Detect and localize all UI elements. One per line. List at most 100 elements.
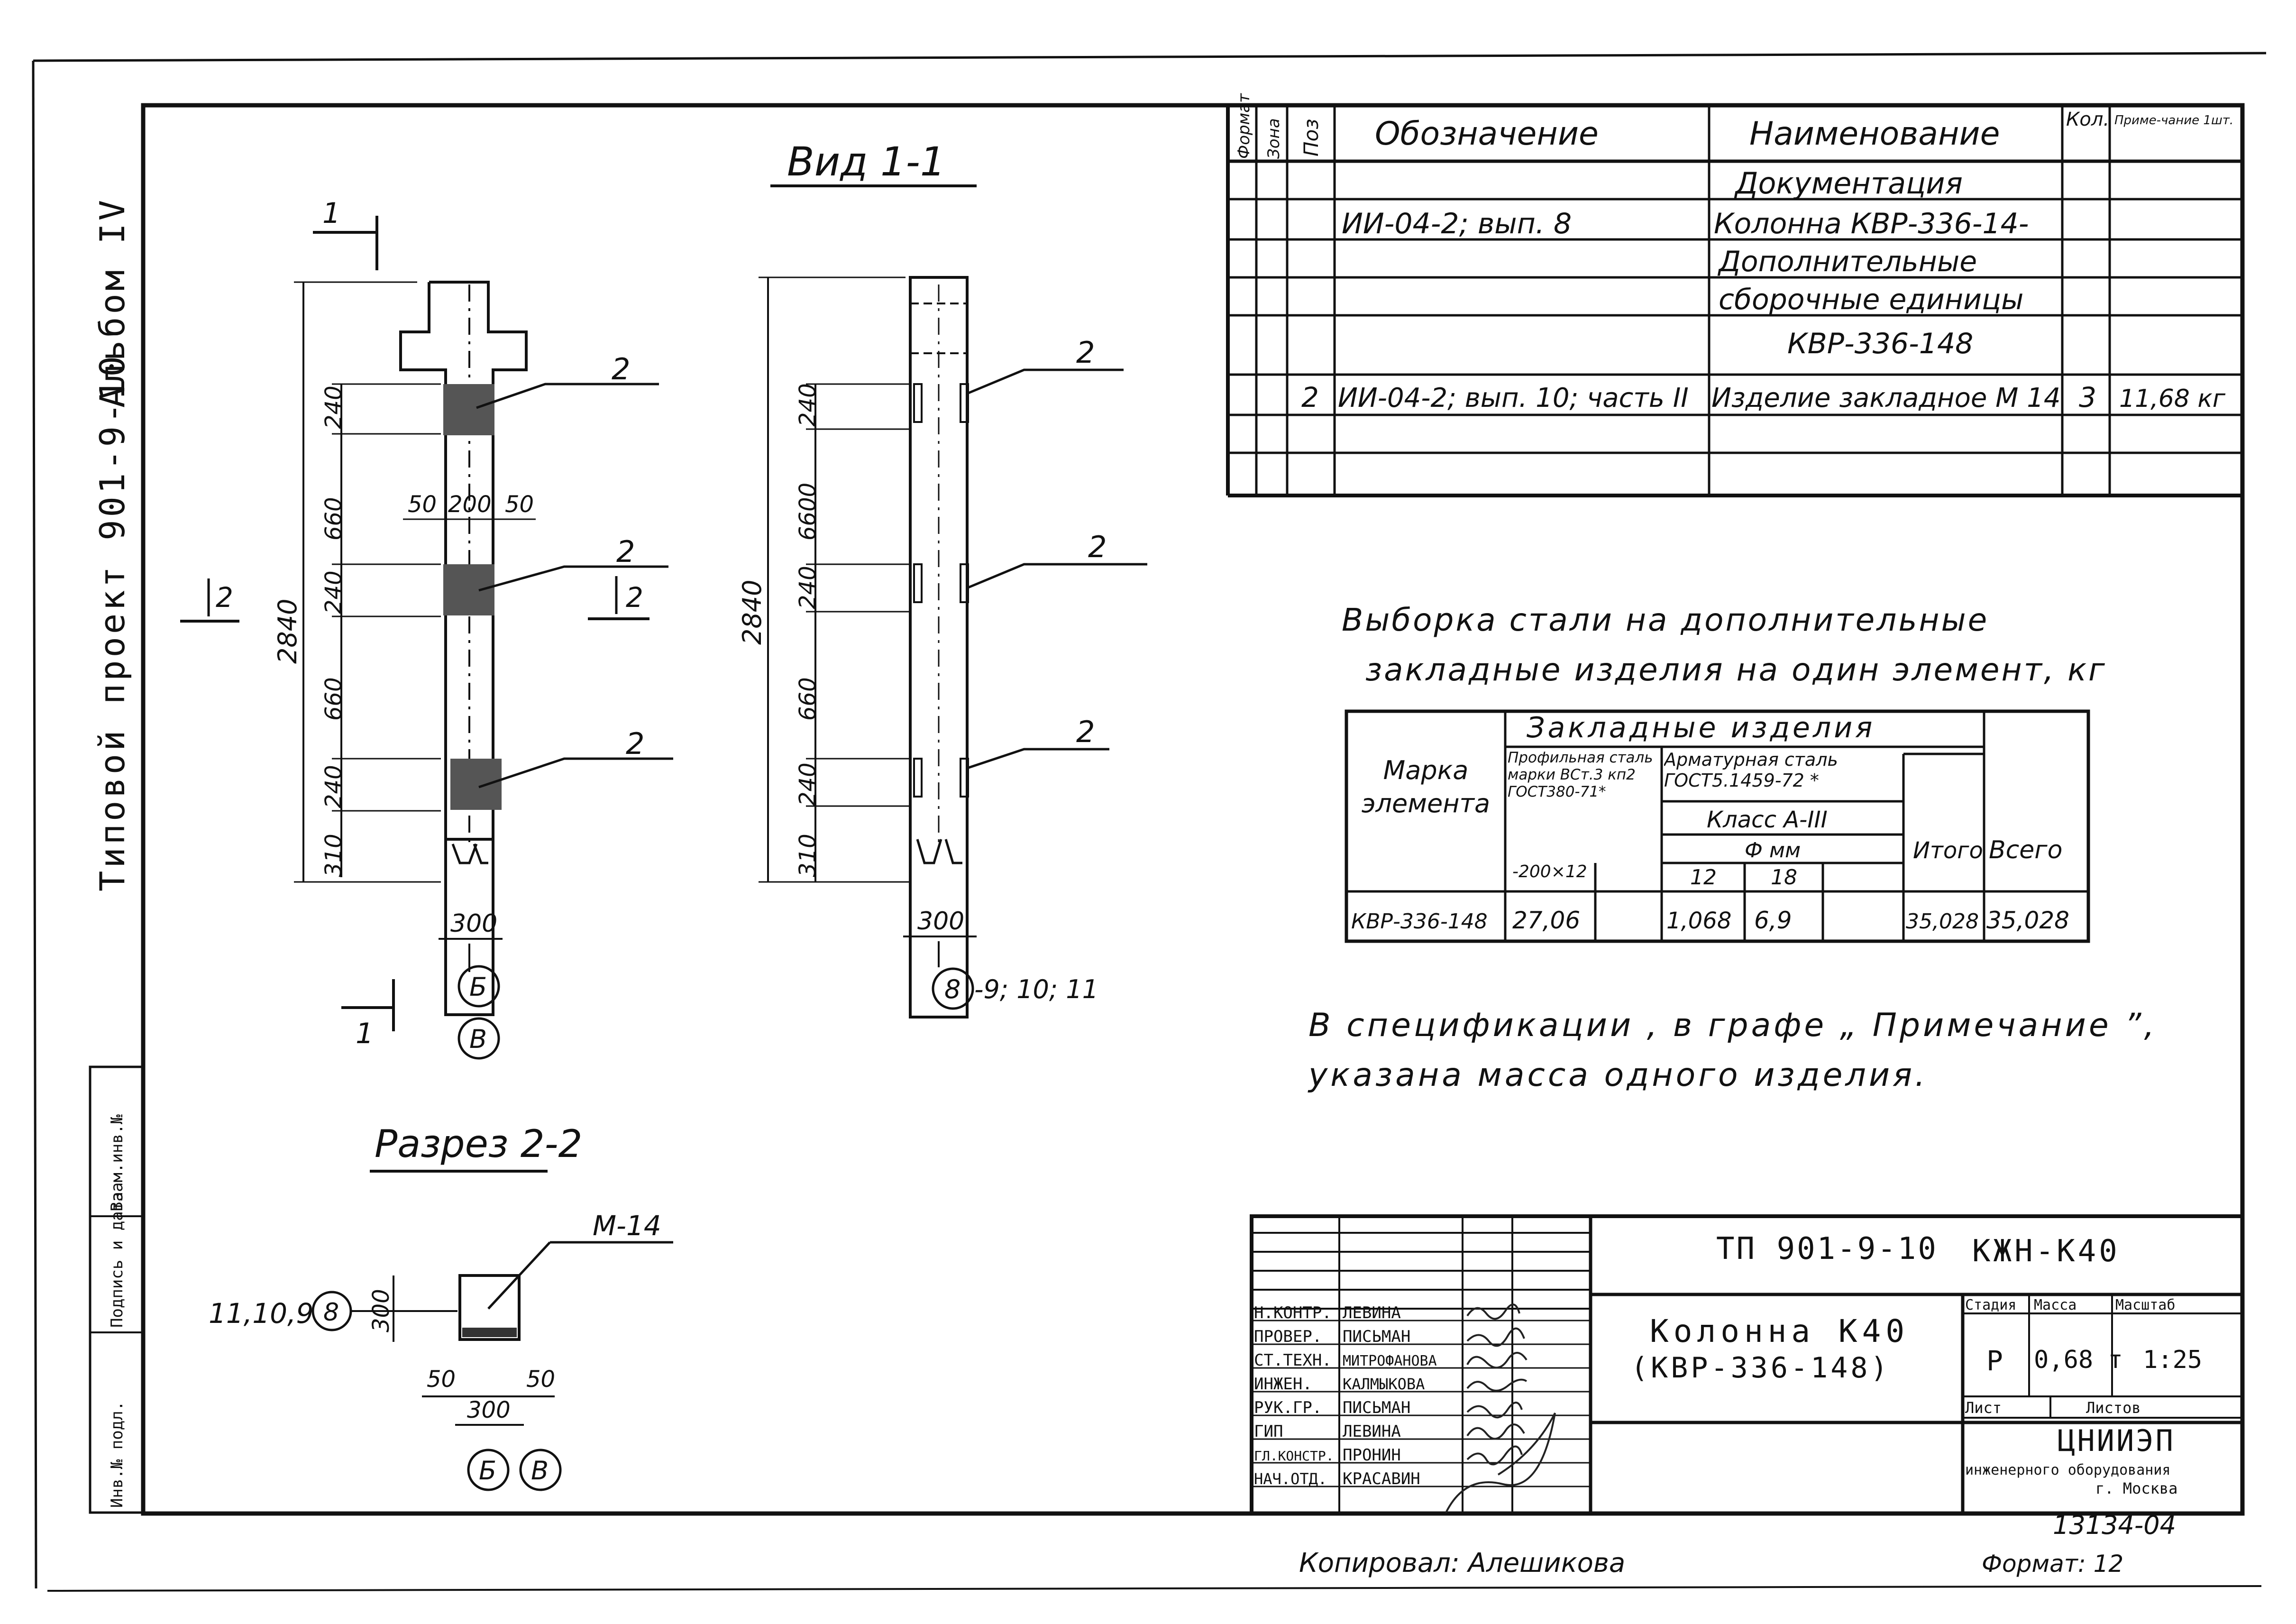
dim-left: 240 (320, 765, 347, 808)
side-stamp-orig: Инв.№ подл. (108, 1401, 127, 1508)
steel-h-d12: 12 (1690, 865, 1717, 890)
staff-name: ПРОНИН (1343, 1446, 1401, 1465)
dim-right-total: 2840 (737, 580, 767, 645)
width-mark: 50 (505, 491, 534, 518)
sheet-label: Лист (1965, 1399, 2002, 1417)
spec-header-format: Формат (1235, 93, 1253, 159)
scale-value: 1:25 (2143, 1346, 2202, 1374)
axis-bubble (519, 1449, 562, 1491)
steel-h-d18: 18 (1771, 865, 1797, 890)
axis-label: 8 (944, 974, 960, 1004)
archive-number: 13134-04 (2053, 1510, 2176, 1540)
column-front-view: 1 2 2 2 2 2 240 6 (180, 197, 673, 1060)
width-mark: 50 (408, 491, 437, 518)
axis-label: В (469, 1024, 487, 1054)
cut-mark: 2 (626, 581, 643, 614)
org-line-2: инженерного оборудования (1965, 1462, 2170, 1478)
staff-rows (1252, 1320, 1591, 1487)
steel-h-class: Класс А-III (1707, 807, 1828, 833)
staff-name: ПИСЬМАН (1343, 1398, 1410, 1417)
axis-bubble (457, 1017, 500, 1060)
axis-range: -9; 10; 11 (974, 974, 1098, 1004)
dim-left: 660 (320, 497, 347, 541)
spec-row-designation: ИИ-04-2; вып. 8 (1342, 207, 1572, 240)
axis-bubble (311, 1291, 352, 1331)
stage-value: Р (1986, 1345, 2003, 1377)
spec-row-designation: ИИ-04-2; вып. 10; часть II (1338, 383, 1689, 413)
sheets-label: Листов (2086, 1399, 2141, 1417)
item-label: 2 (612, 352, 630, 386)
staff-role: СТ.ТЕХН. (1254, 1351, 1332, 1370)
spec-row-name: Изделие закладное М 14 (1711, 383, 2061, 413)
section-mark-top: 1 (322, 197, 340, 230)
dim-left: 240 (320, 570, 347, 614)
axis-bubble (932, 967, 974, 1010)
album-strip: Типовой проект 901-9-10 Альбом IV (92, 197, 132, 891)
staff-name: КРАСАВИН (1343, 1469, 1420, 1488)
steel-d12: 1,068 (1666, 908, 1731, 934)
spec-header-designation: Обозначение (1375, 115, 1599, 153)
steel-grand: 35,028 (1986, 907, 2069, 934)
width-mark: 200 (448, 491, 492, 518)
spec-header-pos: Поз (1299, 119, 1323, 156)
section-height: 300 (368, 1289, 394, 1332)
spec-row-note: 11,68 кг (2119, 385, 2226, 413)
section-offset: 50 (526, 1366, 555, 1393)
drawing-frame (141, 103, 2245, 1516)
axis-list: 11,10,9 (209, 1297, 313, 1330)
base-width: 300 (450, 909, 497, 938)
base-width: 300 (917, 907, 964, 936)
staff-name: ЛЕВИНА (1343, 1303, 1401, 1322)
mass-label: Масса (2034, 1297, 2076, 1313)
title-block: Н.КОНТР. ЛЕВИНА ПРОВЕР. ПИСЬМАН СТ.ТЕХН.… (1250, 1214, 2244, 1515)
embedded-plate (450, 759, 502, 810)
spec-header-name: Наименование (1749, 115, 2000, 153)
embedded-plate (443, 384, 494, 435)
steel-h-grand: Всего (1989, 836, 2062, 864)
dim-left: 240 (320, 385, 347, 429)
staff-role: РУК.ГР. (1254, 1398, 1322, 1417)
steel-d18: 6,9 (1754, 907, 1792, 934)
spec-row-name: Колонна КВР-336-14- (1714, 207, 2029, 240)
axis-label: В (531, 1456, 549, 1486)
axis-label: Б (479, 1456, 496, 1486)
dim-right: 310 (795, 834, 821, 877)
steel-total: 35,028 (1906, 909, 1979, 934)
steel-h-total: Итого (1913, 837, 1983, 864)
steel-mark: КВР-336-148 (1351, 909, 1488, 934)
outer-trim-line (33, 52, 2267, 62)
item-label: 2 (626, 726, 644, 761)
dim-left: 310 (320, 834, 347, 877)
dim-right: 660 (795, 677, 821, 721)
spec-row-name: КВР-336-148 (1787, 327, 1973, 360)
item-label: 2 (1088, 530, 1107, 564)
object-line-1: Колонна К40 (1650, 1313, 1909, 1349)
section-mark-bottom: 1 (356, 1017, 374, 1050)
spec-row-name: сборочные единицы (1719, 283, 2023, 316)
column-side-view: 2 2 2 240 6600 240 660 240 310 2840 300 … (737, 276, 1147, 1018)
steel-h-embedded: Закладные изделия (1527, 711, 1875, 744)
section-offset: 50 (427, 1366, 456, 1393)
section-title: Разрез 2-2 (375, 1122, 582, 1166)
staff-name: КАЛМЫКОВА (1343, 1375, 1425, 1393)
steel-h-profile: Профильная сталь марки ВСт.3 кп2 ГОСТ380… (1508, 749, 1653, 800)
steel-h-mark: Марка элемента (1361, 755, 1491, 818)
spec-row-name: Документация (1734, 166, 1963, 201)
note-line-1: В спецификации , в графе „ Примечание ”, (1308, 1007, 2157, 1044)
staff-name: МИТРОФАНОВА (1343, 1353, 1437, 1369)
axis-label: Б (469, 972, 487, 1002)
spec-row-qty: 3 (2079, 381, 2096, 413)
spec-table: Формат Зона Поз Обозначение Наименование… (1226, 93, 2242, 497)
format-label: Формат: 12 (1982, 1550, 2123, 1578)
steel-table: Закладные изделия Марка элемента Профиль… (1345, 709, 2090, 943)
staff-name: ПИСЬМАН (1343, 1327, 1410, 1346)
embedded-plate (443, 564, 494, 615)
staff-role: ИНЖЕН. (1254, 1375, 1312, 1394)
staff-role: ГЛ.КОНСТР. (1254, 1448, 1334, 1464)
axis-label: 8 (323, 1298, 339, 1327)
staff-role: Н.КОНТР. (1254, 1303, 1332, 1322)
outer-trim-bottom (47, 1585, 2262, 1592)
steel-h-size: -200×12 (1512, 862, 1587, 881)
spec-header-note: Приме-чание 1шт. (2114, 113, 2233, 128)
